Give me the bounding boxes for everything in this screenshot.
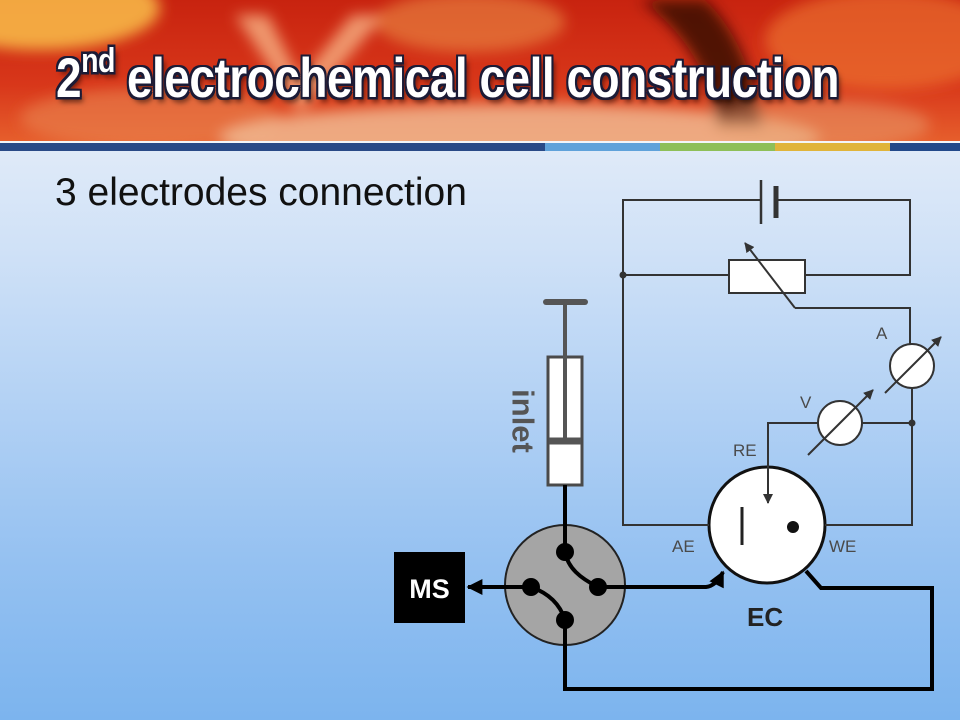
voltmeter-arrow bbox=[807, 389, 874, 456]
ammeter-label: A bbox=[876, 324, 888, 343]
strip-segment bbox=[660, 143, 775, 151]
valve-port-top bbox=[556, 543, 574, 561]
strip-segment bbox=[0, 143, 545, 151]
bullet-text: 3 electrodes connection bbox=[55, 171, 467, 214]
voltmeter-label: V bbox=[800, 393, 812, 412]
wire-battery-right bbox=[776, 199, 911, 276]
flow-system: inlet MS bbox=[394, 299, 934, 691]
wire-reference-electrode bbox=[763, 422, 818, 504]
variable-resistor bbox=[728, 259, 806, 294]
working-electrode-label: WE bbox=[829, 537, 856, 556]
banner-separator bbox=[0, 141, 960, 143]
color-strip bbox=[0, 143, 960, 151]
banner-glow-shapes bbox=[0, 0, 960, 141]
tube-valve-to-cell bbox=[598, 570, 725, 589]
auxiliary-electrode-label: AE bbox=[672, 537, 695, 556]
title-superscript: nd bbox=[81, 41, 115, 80]
valve-port-left bbox=[522, 578, 540, 596]
ammeter-arrow bbox=[884, 336, 942, 394]
banner-artwork bbox=[0, 0, 960, 141]
strip-segment bbox=[545, 143, 660, 151]
title-banner: 2nd electrochemical cell construction bbox=[0, 0, 960, 141]
wire-wiper-to-ammeter bbox=[795, 307, 911, 344]
valve-port-right bbox=[589, 578, 607, 596]
wire-ammeter-to-we bbox=[825, 388, 913, 526]
title-number: 2 bbox=[56, 46, 82, 110]
inlet-label: inlet bbox=[506, 389, 541, 453]
junction-dot bbox=[619, 271, 627, 279]
reference-electrode-label: RE bbox=[733, 441, 757, 460]
strip-segment bbox=[775, 143, 890, 151]
title-text: electrochemical cell construction bbox=[126, 46, 840, 110]
working-electrode bbox=[787, 521, 799, 533]
valve-port-bottom bbox=[556, 611, 574, 629]
tube-cell-return-loop bbox=[563, 569, 934, 691]
strip-segment bbox=[890, 143, 960, 151]
mass-spectrometer-label: MS bbox=[409, 574, 450, 604]
wire-battery-left bbox=[622, 199, 761, 526]
cell-label: EC bbox=[747, 602, 783, 632]
slide-body-background bbox=[0, 151, 960, 720]
slide-title: 2nd electrochemical cell construction bbox=[56, 42, 840, 114]
resistor-wiper-arrow bbox=[744, 242, 796, 309]
power-circuit: A V RE AE WE EC bbox=[619, 180, 942, 632]
mass-spectrometer-box bbox=[394, 552, 465, 623]
